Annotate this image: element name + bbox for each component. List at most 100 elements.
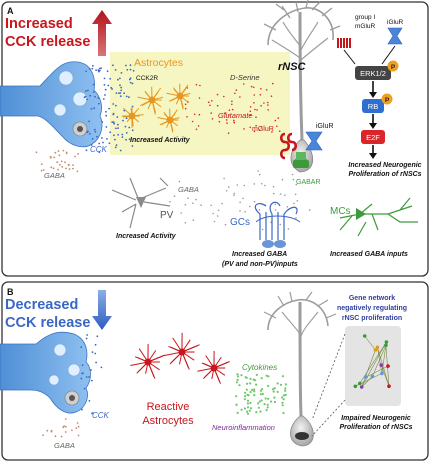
cck-dot	[97, 97, 99, 99]
network-node	[371, 375, 375, 379]
gaba-dot-mid	[295, 217, 297, 219]
cck-dot	[126, 69, 128, 71]
gaba-dot	[53, 167, 55, 169]
cck-dot	[116, 92, 118, 94]
panel-b-outcome-line1: Impaired Neurogenic	[341, 415, 411, 422]
gcs-label: GCs	[230, 217, 250, 228]
cytokine-dot	[262, 393, 264, 395]
gaba-dot-b	[78, 435, 80, 437]
cck-dot	[120, 150, 122, 152]
gaba-dot-mid	[273, 186, 275, 188]
gaba-dot-mid	[288, 228, 290, 230]
gaba-dot-mid	[233, 194, 235, 196]
cytokine-dot	[250, 407, 252, 409]
cck-dot	[91, 108, 93, 110]
glutamate-dot	[267, 102, 269, 104]
cck-dot	[89, 95, 91, 97]
cytokine-dot	[240, 374, 242, 376]
cck2r-label: CCK2R	[136, 75, 158, 82]
gaba-dot-mid	[275, 204, 277, 206]
glutamate-dot	[249, 127, 251, 129]
reactive-astrocytes-line1: Reactive	[147, 401, 190, 413]
cck-dot-b	[86, 376, 88, 378]
cck-dot-b	[80, 346, 82, 348]
network-node	[384, 344, 388, 348]
cck-dot	[112, 103, 114, 105]
mcs-label: MCs	[330, 206, 351, 217]
cytokine-dot	[267, 404, 269, 406]
glutamate-dot	[255, 116, 257, 118]
cck-dot	[101, 137, 103, 139]
cck-dot-b	[92, 351, 94, 353]
cytokine-dot	[266, 409, 268, 411]
cck-dot	[116, 116, 118, 118]
cck-dot	[95, 131, 97, 133]
gaba-dot-mid	[254, 201, 256, 203]
cytokine-dot	[246, 389, 248, 391]
gaba-dot-mid	[282, 179, 284, 181]
gaba-dot	[53, 157, 55, 159]
glutamate-dot	[243, 83, 245, 85]
cck-dot	[92, 138, 94, 140]
cytokine-dot	[266, 375, 268, 377]
glutamate-dot	[250, 106, 252, 108]
cytokines-label: Cytokines	[242, 363, 277, 372]
glutamate-dot	[253, 102, 255, 104]
gaba-dot-mid	[296, 184, 298, 186]
cck-dot	[93, 84, 95, 86]
gaba-dot	[61, 166, 63, 168]
cck-dot	[87, 131, 89, 133]
iglur-label: iGluR	[316, 123, 334, 130]
cck-dot	[86, 99, 88, 101]
cck-dot	[132, 129, 134, 131]
cck-dot-b	[82, 364, 84, 366]
cck-dot	[109, 131, 111, 133]
cytokine-dot	[236, 373, 238, 375]
glutamate-dot	[185, 108, 187, 110]
gaba-dot-mid	[293, 179, 295, 181]
glutamate-dot	[266, 89, 268, 91]
glutamate-dot	[226, 122, 228, 124]
glutamate-dot	[212, 118, 214, 120]
cck-dot-b	[95, 344, 97, 346]
glutamate-dot	[272, 83, 274, 85]
glutamate-dot	[209, 105, 211, 107]
cytokine-dot	[260, 390, 262, 392]
rnsc-label-a: rNSC	[278, 61, 307, 73]
glutamate-dot	[185, 104, 187, 106]
gaba-dot-mid	[192, 203, 194, 205]
pathway-iglur-label: iGluR	[387, 19, 404, 26]
cck-dot	[104, 84, 106, 86]
gaba-dot-mid	[262, 229, 264, 231]
cck-dot-b	[101, 367, 103, 369]
cck-dot-b	[90, 369, 92, 371]
cck-dot	[102, 142, 104, 144]
network-node	[364, 375, 368, 379]
gabar-label: GABAR	[296, 179, 321, 186]
cck-dot-b	[81, 409, 83, 411]
glutamate-dot	[232, 109, 234, 111]
glutamate-dot	[187, 101, 189, 103]
gaba-dot-b	[62, 426, 64, 428]
gaba-dot-mid	[244, 185, 246, 187]
reactive-astrocytes-line2: Astrocytes	[142, 415, 194, 427]
cck-dot	[99, 68, 101, 70]
network-node	[374, 348, 378, 352]
cytokine-dot	[249, 378, 251, 380]
glutamate-dot	[208, 101, 210, 103]
cck-dot	[130, 82, 132, 84]
cck-dot	[108, 108, 110, 110]
gaba-dot-mid	[193, 219, 195, 221]
glutamate-dot	[229, 109, 231, 111]
cck-dot	[130, 64, 132, 66]
panel-a-headline-line1: Increased	[5, 16, 73, 32]
cck-dot	[107, 70, 109, 72]
gaba-dot	[50, 166, 52, 168]
panel-a-headline-line2: CCK release	[5, 34, 90, 50]
cytokine-dot	[249, 402, 251, 404]
cytokine-dot	[265, 397, 267, 399]
cck-dot	[113, 123, 115, 125]
cck-dot	[121, 72, 123, 74]
cck-dot	[130, 69, 132, 71]
